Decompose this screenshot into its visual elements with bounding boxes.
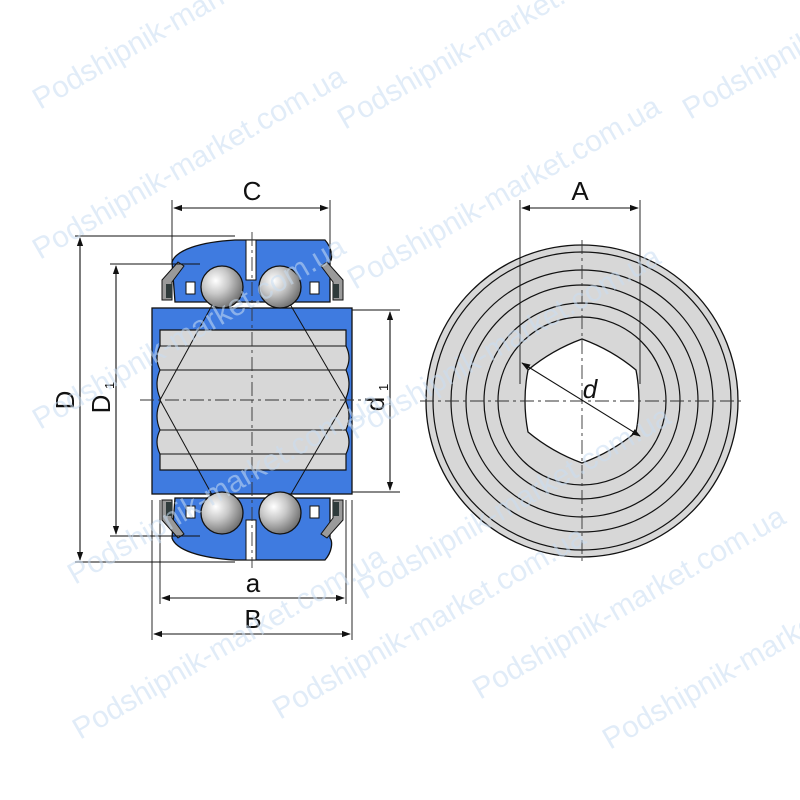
label-D1-sub: 1 xyxy=(102,382,117,389)
label-D: D xyxy=(50,391,80,410)
label-d1: d xyxy=(360,397,390,411)
dimension-labels: C A a B d D D 1 d 1 xyxy=(50,176,599,634)
label-D1: D xyxy=(86,395,116,414)
label-A: A xyxy=(571,176,589,206)
balls xyxy=(200,265,302,535)
label-d: d xyxy=(583,374,599,404)
section-view xyxy=(75,200,400,640)
label-C: C xyxy=(243,176,262,206)
watermark-11: Podshipnik-market.com.ua xyxy=(67,540,391,746)
label-B: B xyxy=(244,604,261,634)
label-a: a xyxy=(246,568,261,598)
dim-d-line xyxy=(521,362,641,437)
label-d1-sub: 1 xyxy=(376,384,391,391)
watermark-3: Podshipnik-market.com.ua xyxy=(677,0,800,126)
front-view xyxy=(420,200,745,565)
